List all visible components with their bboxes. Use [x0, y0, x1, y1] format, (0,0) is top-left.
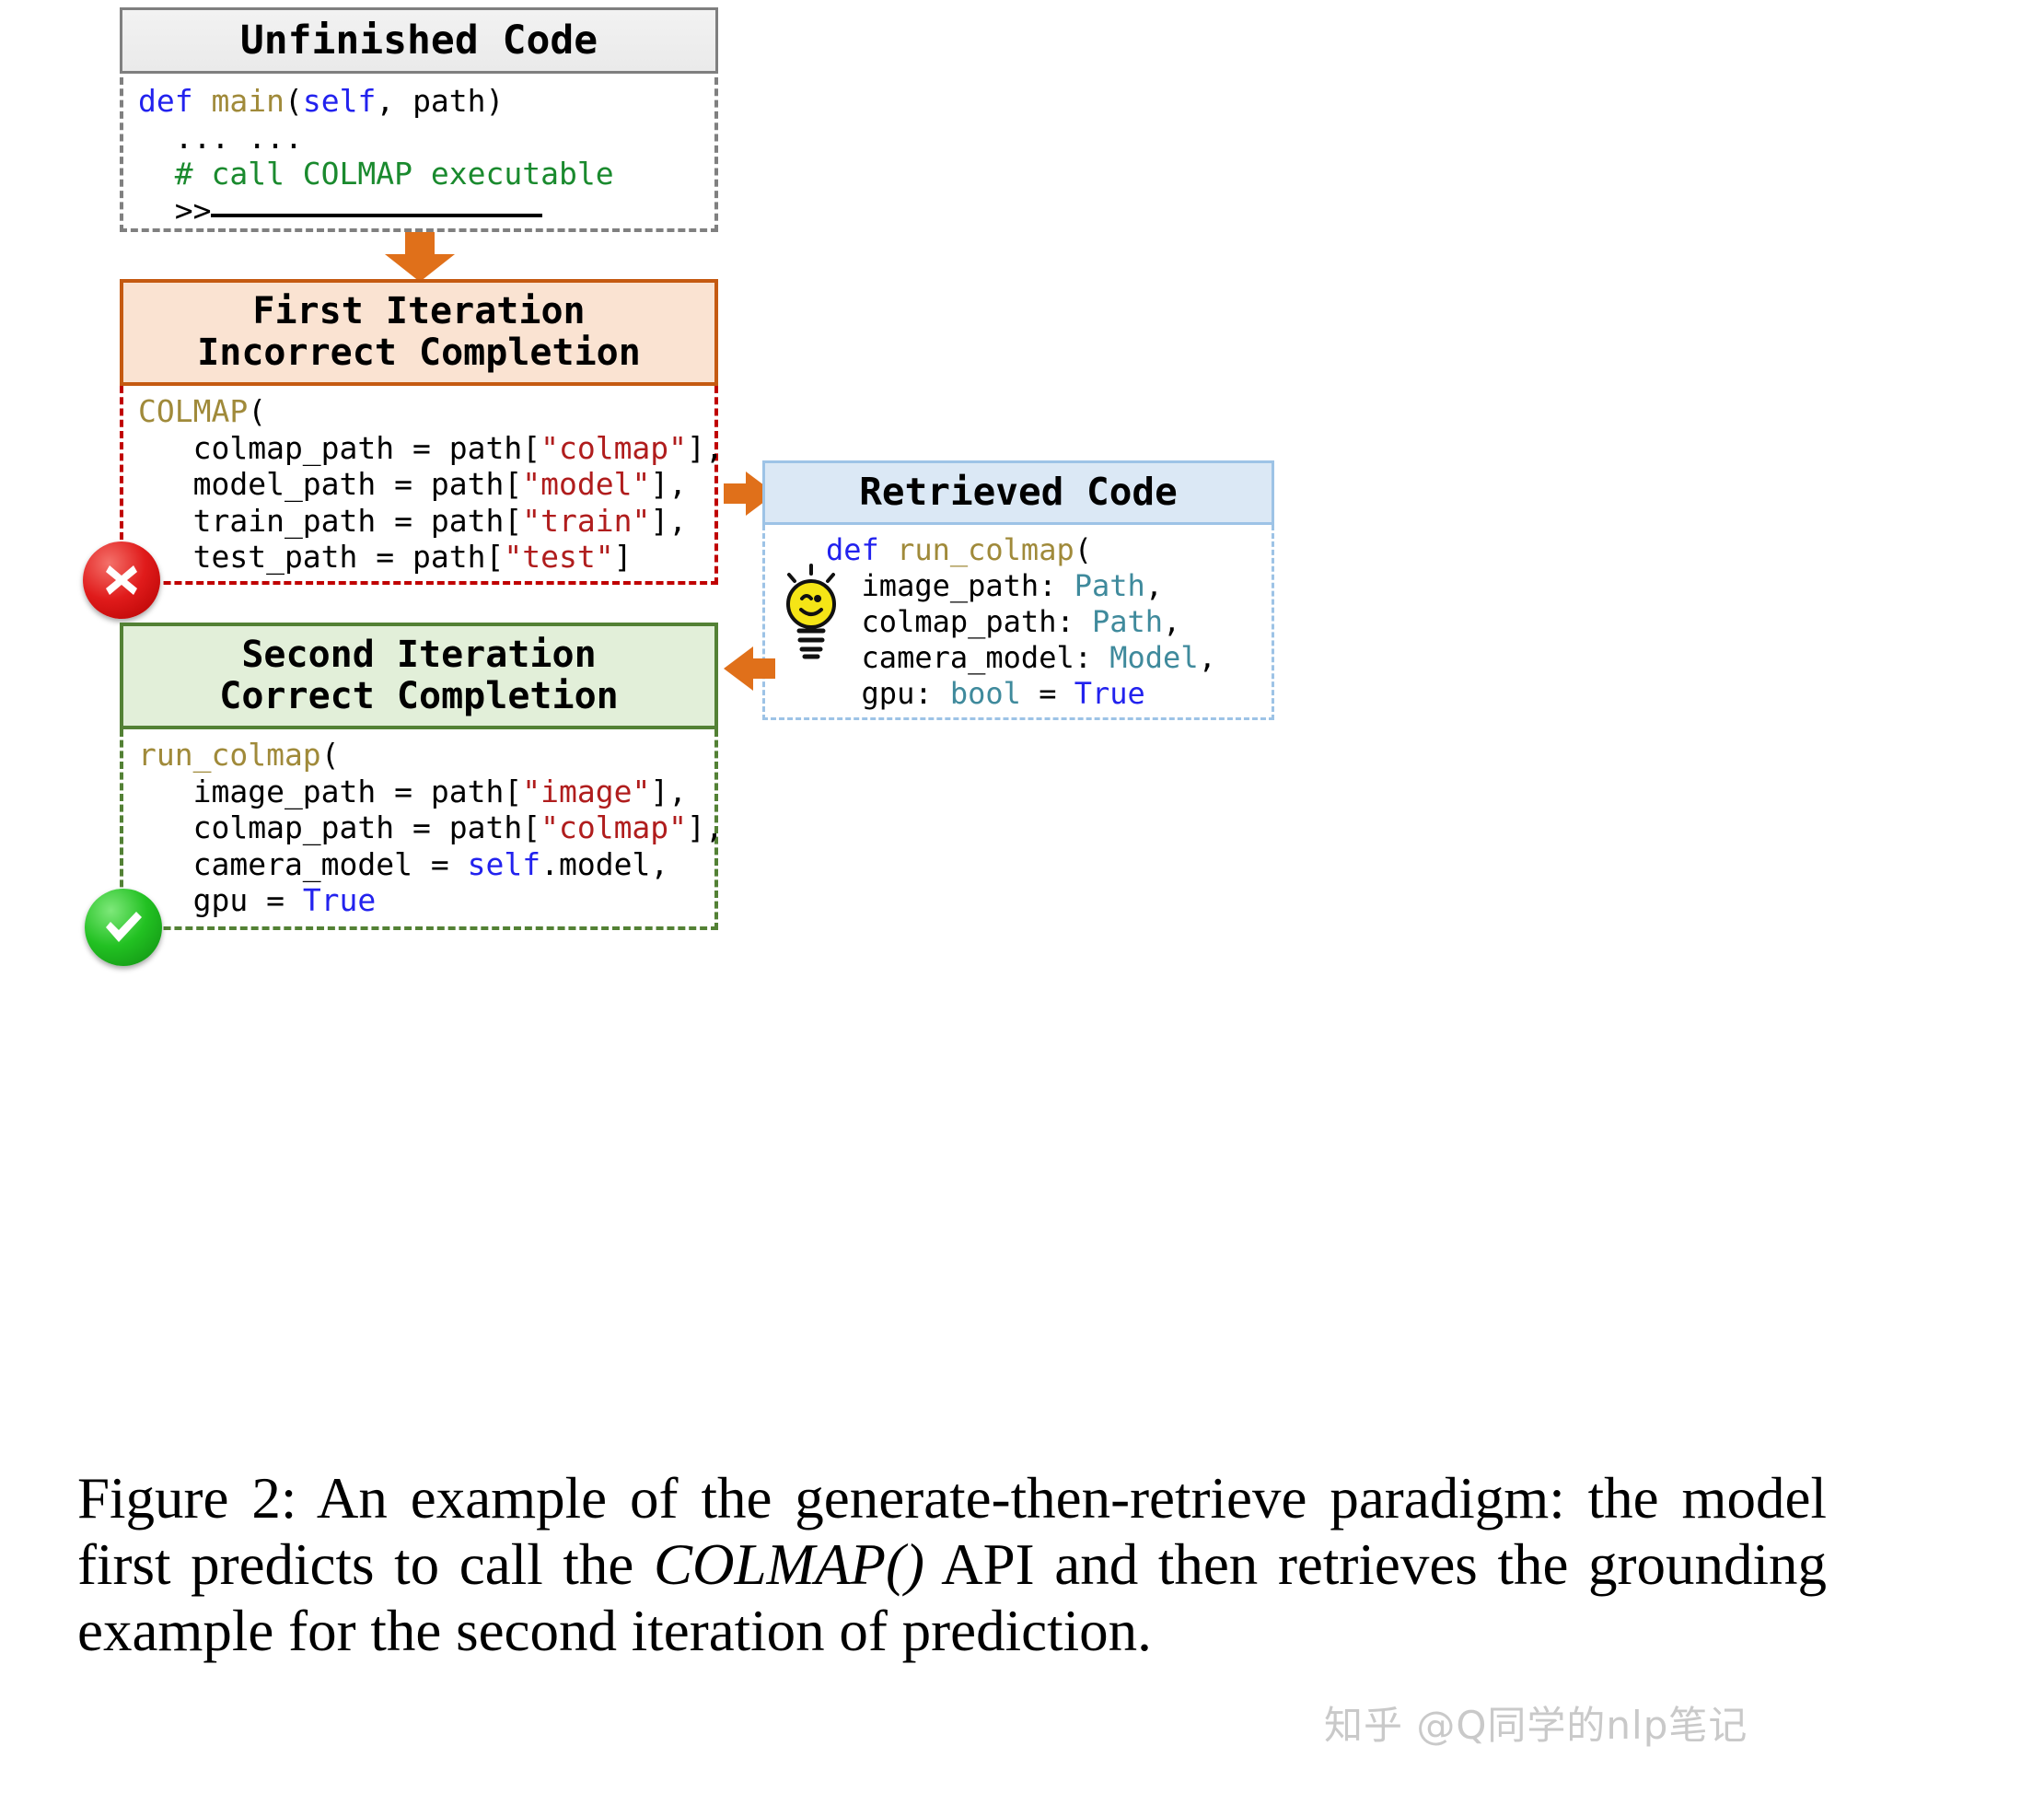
code-token: ( [1074, 532, 1092, 567]
code-line: model_path = path["model"], [138, 466, 714, 503]
first-iteration-title-line1: First Iteration [252, 290, 586, 333]
code-token: run_colmap [897, 532, 1074, 567]
retrieved-code-header: Retrieved Code [762, 460, 1274, 525]
code-token: camera_model = [138, 845, 468, 882]
code-token: self [467, 845, 541, 882]
code-token: def [826, 532, 898, 567]
code-line: >> [138, 192, 714, 229]
code-line: test_path = path["test"] [138, 539, 714, 576]
code-line: colmap_path: Path, [826, 604, 1272, 640]
code-token: def [138, 83, 212, 119]
retrieved-code-title: Retrieved Code [859, 470, 1178, 515]
code-token: COLMAP [138, 393, 249, 429]
code-token: colmap_path = path[ [138, 809, 541, 845]
code-token: Path [1091, 604, 1164, 639]
first-iteration-title-line2: Incorrect Completion [197, 332, 641, 374]
code-token: ( [248, 393, 267, 429]
unfinished-code-title: Unfinished Code [239, 17, 598, 64]
code-token: ... ... [138, 119, 303, 156]
code-line: gpu = True [138, 882, 714, 919]
caption-api-name: COLMAP() [653, 1531, 924, 1597]
lightbulb-icon [781, 564, 842, 665]
second-iteration-header: Second Iteration Correct Completion [120, 623, 718, 729]
code-line: COLMAP( [138, 393, 714, 430]
figure-caption: Figure 2: An example of the generate-the… [77, 1466, 1827, 1664]
code-token: "image" [522, 773, 651, 809]
code-token: train_path = path[ [138, 502, 523, 539]
second-iteration-code-body: run_colmap( image_path = path["image"], … [120, 729, 724, 930]
caption-text-part2: API and then retrieves the grounding exa… [77, 1531, 1828, 1663]
second-iteration-title-line2: Correct Completion [219, 675, 619, 717]
code-line: def main(self, path) [138, 83, 714, 120]
first-iteration-header: First Iteration Incorrect Completion [120, 279, 718, 386]
code-line: ... ... [138, 120, 714, 157]
code-token: ( [320, 737, 340, 773]
code-token: ], [687, 429, 724, 466]
arrow-unfinished-to-first-icon [385, 232, 455, 282]
code-token: model_path = path[ [138, 466, 523, 502]
code-token: >> [138, 192, 212, 228]
code-line: run_colmap( [138, 737, 714, 774]
code-token: ( [284, 83, 303, 119]
code-token: "colmap" [540, 429, 688, 466]
code-line: camera_model: Model, [826, 640, 1272, 676]
watermark: 知乎 @Q同学的nlp笔记 [1324, 1703, 1748, 1748]
code-token: image_path: [826, 568, 1074, 603]
second-iteration-title-line1: Second Iteration [241, 634, 597, 677]
x-circle-icon [83, 541, 160, 619]
code-token: "train" [522, 502, 651, 539]
arrow-retrieved-to-second-icon [724, 646, 775, 691]
code-token: ], [687, 809, 724, 845]
code-line: # call COLMAP executable [138, 156, 714, 192]
code-token: , [1163, 604, 1181, 639]
code-token: "test" [504, 539, 614, 575]
code-line: def run_colmap( [826, 532, 1272, 568]
code-token: # call COLMAP executable [138, 156, 614, 192]
code-line: image_path = path["image"], [138, 774, 714, 810]
code-token: = [1020, 676, 1074, 711]
code-token: run_colmap [138, 737, 321, 773]
code-token: , path) [376, 83, 505, 119]
code-token: .model, [540, 845, 669, 882]
code-token: gpu: [826, 676, 950, 711]
code-token: "model" [522, 466, 651, 502]
code-token: main [211, 83, 285, 119]
code-token: camera_model: [826, 640, 1110, 675]
code-token: bool [949, 676, 1021, 711]
code-line: train_path = path["train"], [138, 503, 714, 540]
code-line: colmap_path = path["colmap"], [138, 809, 724, 846]
code-token: , [1144, 568, 1164, 603]
code-token: test_path = path[ [138, 539, 505, 575]
code-token: image_path = path[ [138, 773, 523, 809]
retrieved-code-body: def run_colmap( image_path: Path, colmap… [762, 525, 1274, 720]
first-iteration-code-body: COLMAP( colmap_path = path["colmap"], mo… [120, 386, 724, 585]
code-token: colmap_path = path[ [138, 429, 541, 466]
code-token: True [1074, 676, 1145, 711]
code-token: ], [650, 466, 688, 502]
caption-text-part1: An example of the generate-then-retrieve… [77, 1466, 1827, 1597]
code-token: colmap_path: [826, 604, 1092, 639]
unfinished-code-body: def main(self, path) ... ... # call COLM… [120, 77, 718, 232]
code-line: image_path: Path, [826, 568, 1272, 604]
code-line: camera_model = self.model, [138, 846, 714, 883]
code-token: ] [613, 539, 633, 575]
code-line: gpu: bool = True [826, 676, 1272, 712]
caption-prefix: Figure 2: [77, 1466, 297, 1531]
check-circle-icon [85, 889, 162, 966]
code-token: True [302, 882, 377, 918]
code-token [211, 213, 543, 217]
code-token: Path [1074, 568, 1145, 603]
code-token: "colmap" [540, 809, 688, 845]
code-token: ], [650, 502, 688, 539]
code-token: self [302, 83, 377, 119]
code-token: gpu = [138, 882, 303, 918]
code-token: Model [1109, 640, 1199, 675]
code-line: colmap_path = path["colmap"], [138, 429, 724, 467]
code-token: ], [650, 773, 688, 809]
code-token: , [1198, 640, 1216, 675]
unfinished-code-header: Unfinished Code [120, 7, 718, 74]
